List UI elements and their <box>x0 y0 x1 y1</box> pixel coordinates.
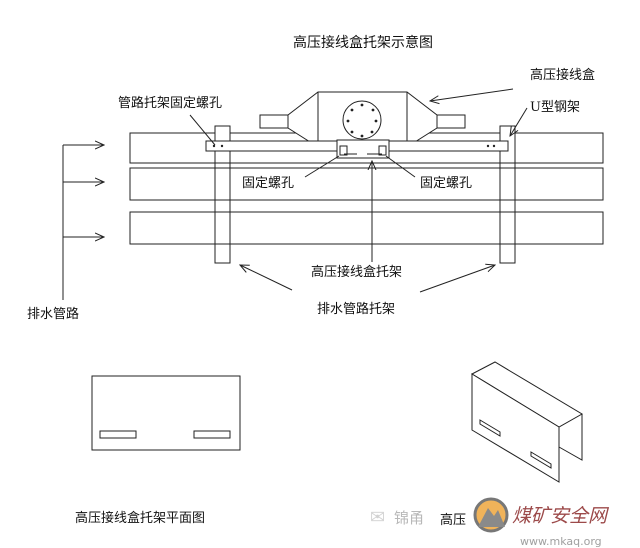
wechat-icon: ✉ <box>370 507 385 528</box>
watermark-text: 煤矿安全网 <box>512 505 610 527</box>
label-junction-box: 高压接线盒 <box>530 67 595 83</box>
label-drain-pipe: 排水管路 <box>27 306 79 322</box>
watermark-url: www.mkaq.org <box>520 535 602 548</box>
junction-box-bracket <box>336 139 390 159</box>
label-u-frame: U型钢架 <box>530 100 580 115</box>
iso-view-caption: 高压 <box>440 512 466 528</box>
label-drain-pipe-bracket: 排水管路托架 <box>317 301 395 317</box>
junction-box <box>259 91 466 148</box>
label-pipe-bracket-bolt-hole: 管路托架固定螺孔 <box>118 95 222 111</box>
label-fix-hole-right: 固定螺孔 <box>420 176 472 191</box>
watermark: ✉ 锦甬 高压 煤矿安全网 www.mkaq.org <box>370 497 610 548</box>
u-frame-right <box>499 125 516 264</box>
label-junction-box-bracket: 高压接线盒托架 <box>311 264 402 280</box>
label-fix-hole-left: 固定螺孔 <box>242 176 294 191</box>
drain-pipe-3 <box>129 211 604 245</box>
watermark-faded: 锦甬 <box>394 509 424 527</box>
plan-view-caption: 高压接线盒托架平面图 <box>75 510 205 526</box>
u-frames <box>214 125 516 264</box>
isometric-view <box>470 361 583 483</box>
diagram-title: 高压接线盒托架示意图 <box>293 34 433 51</box>
u-frame-left <box>214 125 231 264</box>
drain-pipe-2 <box>129 167 604 201</box>
plan-view <box>91 375 241 451</box>
